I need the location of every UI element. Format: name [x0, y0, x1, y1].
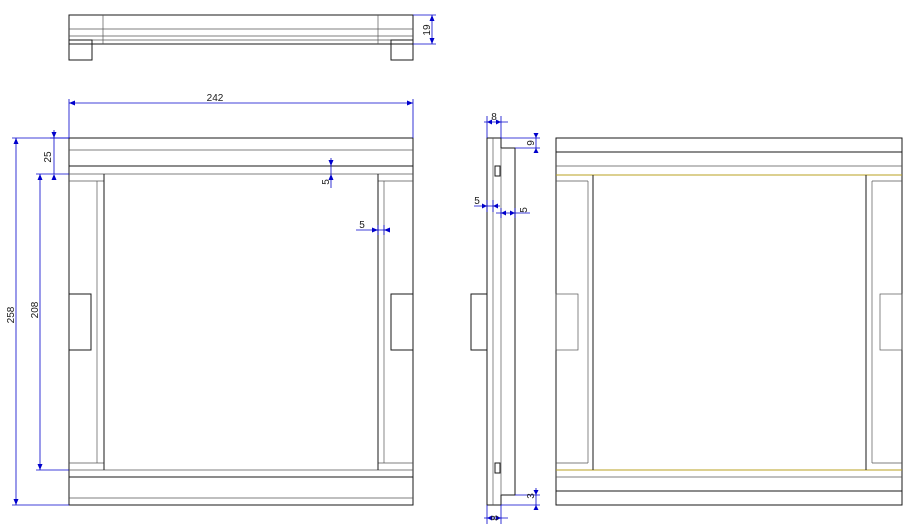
left-foot: [68, 39, 93, 61]
dim-side-top-depth: 9: [526, 140, 537, 146]
dim-frame-top: 25: [43, 151, 54, 163]
rear-view: [555, 137, 903, 506]
dim-side-bottom-width: 8: [490, 515, 501, 521]
front-view: 242 258 25 208 5 5: [6, 93, 414, 506]
dim-gap-vertical: 5: [321, 179, 332, 185]
dim-inner-height: 208: [30, 301, 41, 318]
right-foot: [390, 39, 414, 61]
dim-side-panel: 5: [519, 207, 530, 213]
dim-overall-width: 242: [207, 93, 224, 104]
dim-gap-horizontal: 5: [359, 220, 365, 231]
rear-right-handle: [879, 293, 903, 351]
top-view: 19: [68, 14, 436, 61]
dim-side-bottom-depth: 3: [526, 493, 537, 499]
rear-left-handle: [555, 293, 579, 351]
right-handle: [390, 293, 414, 351]
dim-side-top-width: 8: [491, 112, 497, 123]
dim-top-height: 19: [422, 24, 433, 36]
side-view: 8 9 5 5 3 8: [470, 112, 540, 524]
left-handle: [68, 293, 92, 351]
side-handle: [470, 293, 488, 351]
dim-overall-height: 258: [6, 306, 17, 323]
dim-side-gap: 5: [474, 196, 480, 207]
